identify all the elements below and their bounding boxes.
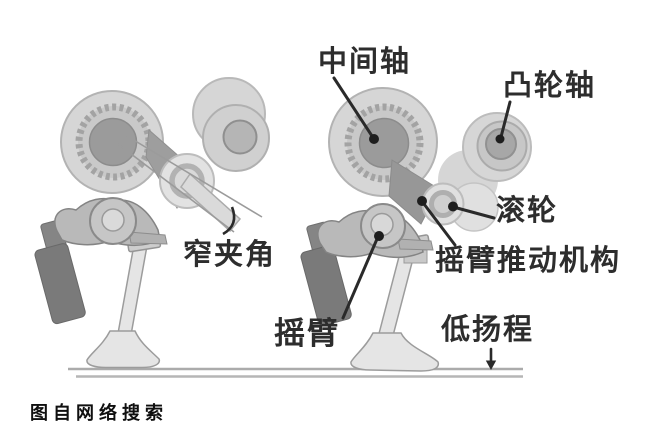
dot-rocker-arm <box>374 231 384 241</box>
leader-intermediate-shaft <box>332 76 374 138</box>
narrow-angle-arc <box>222 206 236 236</box>
right-rocker-pad <box>397 238 434 251</box>
dot-intermediate-shaft <box>369 134 379 144</box>
intermediate-gear-teeth <box>344 103 424 183</box>
low-lift-arrowhead <box>485 360 497 370</box>
camshaft-journal <box>485 128 517 160</box>
left-rocker-pivot-hole <box>101 208 125 232</box>
left-pushrod <box>180 172 242 233</box>
left-tappet-body <box>34 243 86 325</box>
left-gear-hub <box>88 117 138 167</box>
right-assembly <box>300 87 532 372</box>
leader-dots <box>369 134 505 241</box>
right-valve-head <box>350 332 440 372</box>
image-source-caption: 图自网络搜索 <box>30 403 168 424</box>
label-intermediate-shaft: 中间轴 <box>318 44 412 78</box>
angle-line-b <box>126 135 263 218</box>
label-narrow-angle: 窄夹角 <box>183 237 277 271</box>
leader-roller <box>455 206 496 220</box>
left-rocker-pad <box>128 231 168 245</box>
label-roller: 滚轮 <box>496 193 559 227</box>
leader-camshaft <box>499 100 512 139</box>
left-valve-head <box>86 330 161 369</box>
leader-lines <box>332 76 512 363</box>
intermediate-gear-hub <box>358 117 410 169</box>
label-low-lift: 低扬程 <box>441 312 535 346</box>
dot-camshaft <box>495 134 505 144</box>
right-tappet-body <box>300 245 352 327</box>
left-assembly <box>34 77 270 369</box>
left-cylinder-journal <box>222 119 258 155</box>
dot-rocker-push-mechanism <box>417 196 427 206</box>
leader-rocker-arm <box>341 237 379 320</box>
angle-line-a <box>117 143 235 233</box>
dot-roller <box>448 201 458 212</box>
label-camshaft: 凸轮轴 <box>503 68 597 102</box>
leader-rocker-push-mechanism <box>422 202 457 247</box>
label-rocker-push-mechanism: 摇臂推动机构 <box>435 243 622 277</box>
label-rocker-arm: 摇臂 <box>274 316 340 352</box>
